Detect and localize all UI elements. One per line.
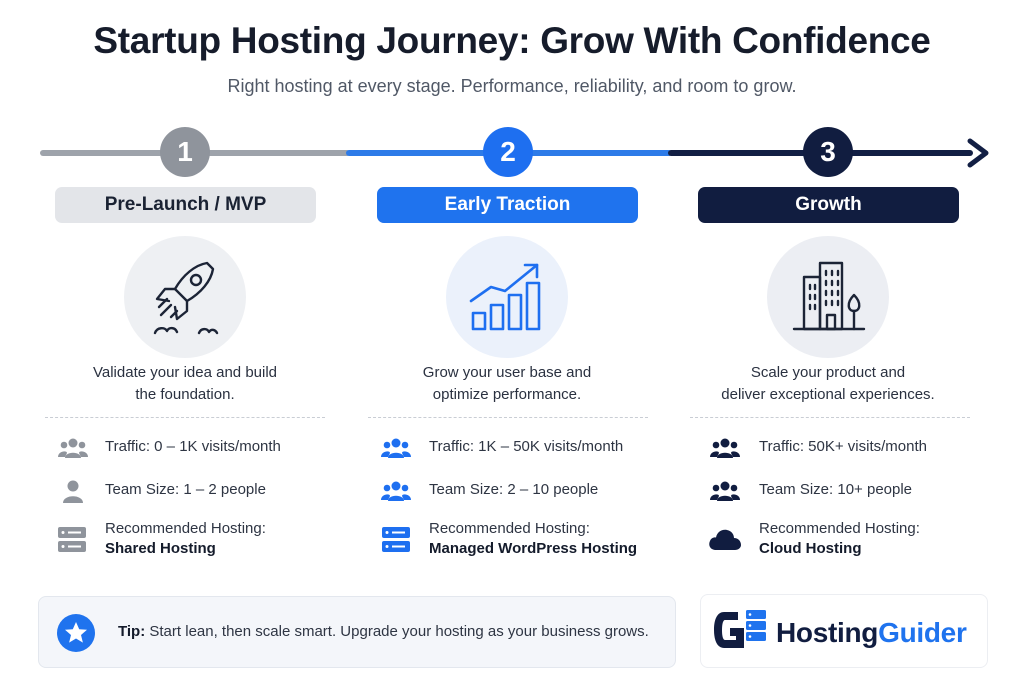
stage-1-traffic: Traffic: 0 – 1K visits/month [105,438,281,455]
step-number-3: 3 [803,127,853,177]
divider [690,417,970,418]
stage-1-team-size: Team Size: 1 – 2 people [105,481,266,498]
stage-title-growth: Growth [698,187,959,223]
stage-2-description: Grow your user base and optimize perform… [422,364,592,403]
users-icon [381,478,411,504]
cloud-icon [708,525,742,553]
stage-1-hosting-value: Shared Hosting [105,540,216,557]
stage-3-traffic: Traffic: 50K+ visits/month [759,438,927,455]
user-icon [58,478,88,504]
page-subtitle: Right hosting at every stage. Performanc… [227,76,797,96]
growth-chart-illustration [446,236,568,358]
users-icon [710,435,740,461]
server-icon [381,525,411,555]
stage-2-hosting-value: Managed WordPress Hosting [429,540,638,557]
users-icon [58,435,88,461]
logo-container [700,594,988,668]
timeline-arrow-icon [967,138,989,168]
stage-title-early-traction: Early Traction [377,187,638,223]
stage-3-hosting-value: Cloud Hosting [759,540,862,557]
growth-chart-icon [469,263,541,331]
step-number-2: 2 [483,127,533,177]
divider [45,417,325,418]
rocket-illustration [124,236,246,358]
users-icon [710,478,740,504]
logo-wordmark: HostingGuider [776,617,967,648]
server-icon [57,525,87,555]
rocket-icon [153,261,219,335]
step-number-1: 1 [160,127,210,177]
stage-3-team-size: Team Size: 10+ people [759,481,913,498]
stage-1-hosting: Recommended Hosting: Shared Hosting [105,520,266,557]
stage-title-pre-launch: Pre-Launch / MVP [55,187,316,223]
stage-2-hosting: Recommended Hosting: Managed WordPress H… [429,520,638,557]
stage-3-hosting: Recommended Hosting: Cloud Hosting [759,520,920,557]
city-building-icon [792,261,866,331]
users-icon [381,435,411,461]
tip-box [38,596,676,668]
tip-text: Tip: Start lean, then scale smart. Upgra… [118,623,649,640]
hostingguider-logo-icon [714,610,766,648]
building-illustration [767,236,889,358]
page-title: Startup Hosting Journey: Grow With Confi… [93,20,931,61]
stage-2-team-size: Team Size: 2 – 10 people [429,481,599,498]
star-badge-icon [57,614,95,652]
stage-2-traffic: Traffic: 1K – 50K visits/month [429,438,624,455]
divider [368,417,648,418]
stage-3-description: Scale your product and deliver exception… [721,364,935,403]
stage-1-description: Validate your idea and build the foundat… [92,364,278,403]
